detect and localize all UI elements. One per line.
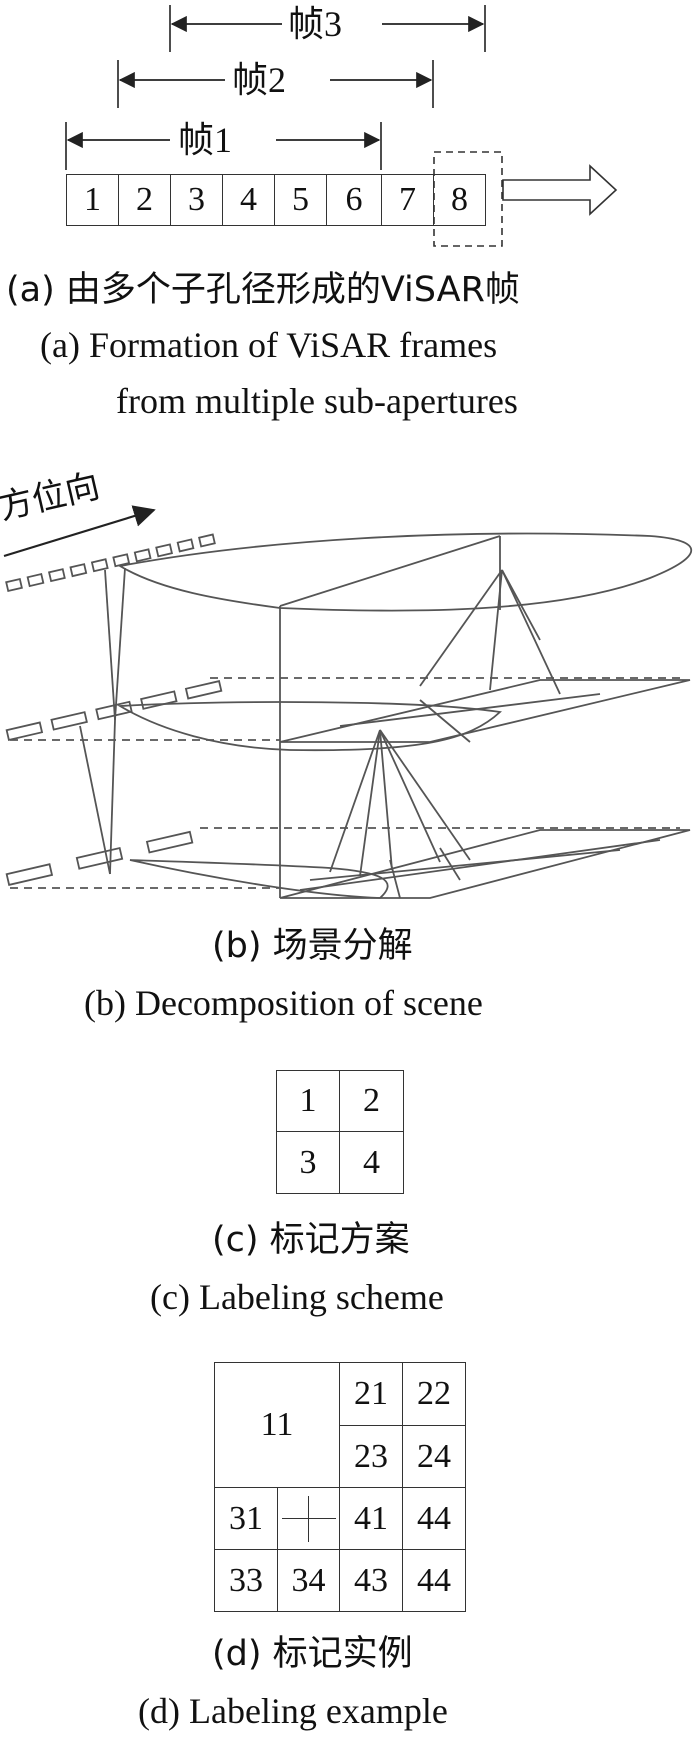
aperture-level-3	[5, 830, 194, 886]
frame1-label: 帧1	[178, 120, 233, 160]
frame3-label: 帧3	[288, 4, 343, 44]
aperture-level-1	[5, 533, 216, 593]
caption-d-en: (d) Labeling example	[138, 1691, 448, 1731]
caption-a-en-line2: from multiple sub-apertures	[116, 381, 518, 421]
example-cell: 44	[402, 1549, 466, 1612]
example-cell: 33	[214, 1549, 278, 1612]
scheme-cell: 4	[339, 1131, 404, 1194]
caption-a-zh: (a) 由多个子孔径形成的ViSAR帧	[6, 270, 520, 310]
scheme-cell: 2	[339, 1070, 404, 1132]
scheme-cell: 1	[276, 1070, 340, 1132]
example-cell: 24	[402, 1425, 466, 1488]
frame-arrows	[65, 5, 618, 247]
example-cell: 34	[277, 1549, 340, 1612]
caption-a-en-line1: (a) Formation of ViSAR frames	[40, 325, 498, 365]
caption-b-zh: (b) 场景分解	[212, 926, 413, 966]
frame2-label: 帧2	[232, 60, 287, 100]
example-cell: 43	[339, 1549, 403, 1612]
example-cell: 23	[339, 1425, 403, 1488]
subaperture-cell: 8	[433, 174, 486, 226]
caption-c-en: (c) Labeling scheme	[150, 1277, 444, 1317]
dashed-highlight-box	[433, 151, 503, 247]
example-cell: 41	[339, 1487, 403, 1550]
example-cell: 22	[402, 1362, 466, 1426]
scene-plane-level-2	[279, 679, 691, 743]
example-cell: 21	[339, 1362, 403, 1426]
example-cell-11: 11	[214, 1362, 340, 1488]
scheme-cell: 3	[276, 1131, 340, 1194]
caption-c-zh: (c) 标记方案	[212, 1220, 410, 1260]
example-cell: 31	[214, 1487, 278, 1550]
caption-d-zh: (d) 标记实例	[212, 1634, 413, 1674]
caption-b-en: (b) Decomposition of scene	[84, 983, 483, 1023]
hollow-right-arrow	[502, 164, 618, 216]
example-cell: 44	[402, 1487, 466, 1550]
azimuth-direction-arrow	[3, 505, 156, 558]
example-cell-subdivided	[277, 1487, 340, 1550]
